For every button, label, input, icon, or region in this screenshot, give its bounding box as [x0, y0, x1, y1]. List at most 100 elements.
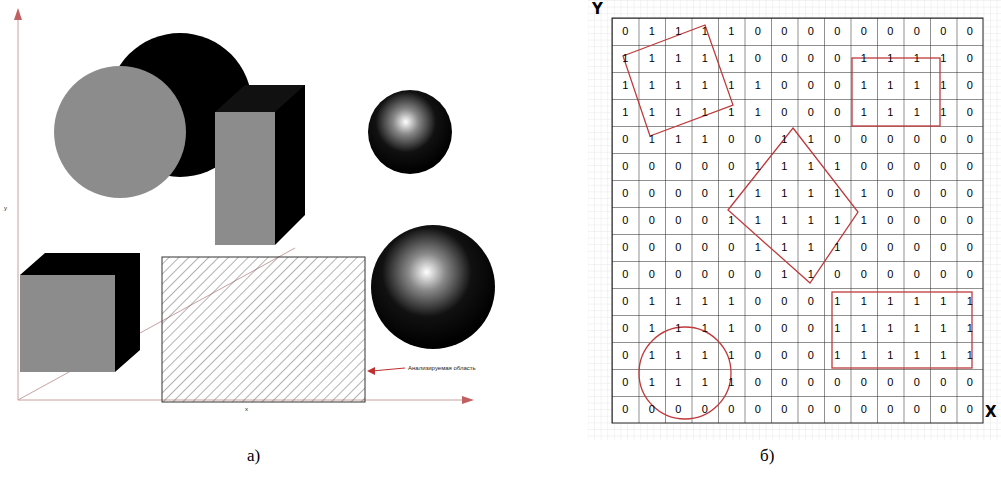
grid-cell-value: 0: [639, 161, 666, 172]
grid-cell-value: 1: [665, 53, 692, 64]
grid-cell-value: 1: [930, 107, 957, 118]
grid-cell-value: 1: [771, 215, 798, 226]
grid-cell-value: 0: [851, 404, 878, 415]
grid-cell-value: 1: [639, 323, 666, 334]
grid-cell-value: 0: [612, 215, 639, 226]
grid-cell-value: 0: [851, 161, 878, 172]
grid-cell-value: 1: [745, 188, 772, 199]
grid-cell-value: 0: [612, 26, 639, 37]
grid-cell-value: 0: [665, 188, 692, 199]
grid-cell-value: 1: [639, 377, 666, 388]
grid-cell-value: 0: [957, 53, 984, 64]
grid-cell-value: 0: [851, 242, 878, 253]
grid-cell-value: 0: [639, 269, 666, 280]
grid-cell-value: 1: [771, 242, 798, 253]
grid-cell-value: 1: [692, 26, 719, 37]
grid-cell-value: 0: [745, 404, 772, 415]
grid-cell-value: 1: [904, 350, 931, 361]
grid-cell-value: 1: [930, 350, 957, 361]
grid-cell-value: 0: [665, 404, 692, 415]
grid-cell-value: 0: [957, 107, 984, 118]
grid-cell-value: 1: [930, 323, 957, 334]
grid-cell-value: 0: [745, 350, 772, 361]
axis-label: х: [245, 406, 248, 412]
grid-cell-value: 0: [798, 80, 825, 91]
grid-cell-value: 0: [904, 188, 931, 199]
grid-cell-value: 1: [718, 188, 745, 199]
grid-cell-value: 1: [798, 161, 825, 172]
grid-cell-value: 1: [718, 296, 745, 307]
grid-cell-value: 1: [851, 107, 878, 118]
grid-cell-value: 1: [851, 296, 878, 307]
grid-cell-value: 1: [692, 53, 719, 64]
grid-cell-value: 0: [612, 404, 639, 415]
grid-cell-value: 0: [798, 296, 825, 307]
caption-letter: а): [247, 447, 260, 464]
grid-cell-value: 1: [639, 107, 666, 118]
grid-cell-value: 0: [957, 242, 984, 253]
grid-cell-value: 1: [824, 296, 851, 307]
grid-cell-value: 0: [877, 161, 904, 172]
grid-cell-value: 0: [798, 323, 825, 334]
grid-cell-value: 1: [798, 269, 825, 280]
grid-cell-value: 0: [718, 404, 745, 415]
grid-cell-value: 1: [824, 242, 851, 253]
grid-cell-value: 0: [824, 80, 851, 91]
grid-cell-value: 0: [930, 269, 957, 280]
grid-cell-value: 0: [824, 134, 851, 145]
grid-cell-value: 0: [665, 269, 692, 280]
grid-cell-value: 1: [904, 107, 931, 118]
grid-cell-value: 1: [824, 215, 851, 226]
grid-cell-value: 1: [851, 188, 878, 199]
grid-cell-value: 1: [930, 53, 957, 64]
grid-cell-value: 1: [692, 134, 719, 145]
grid-cell-value: 1: [639, 26, 666, 37]
grid-cell-value: 1: [798, 188, 825, 199]
grid-cell-value: 1: [639, 350, 666, 361]
grid-cell-value: 0: [957, 26, 984, 37]
grid-cell-value: 0: [851, 26, 878, 37]
grid-cell-value: 1: [824, 350, 851, 361]
grid-cell-value: 0: [665, 215, 692, 226]
grid-cell-value: 1: [771, 134, 798, 145]
grid-cell-value: 0: [957, 377, 984, 388]
grid-cell-value: 1: [692, 377, 719, 388]
grid-cell-value: 0: [771, 377, 798, 388]
grid-cell-value: 0: [824, 26, 851, 37]
grid-cell-value: 0: [877, 377, 904, 388]
grid-cell-value: 0: [639, 188, 666, 199]
axis-label: у: [4, 205, 7, 211]
grid-cell-value: 0: [877, 242, 904, 253]
grid-cell-value: 0: [957, 269, 984, 280]
grid-cell-value: 0: [612, 350, 639, 361]
grid-cell-value: 1: [665, 377, 692, 388]
grid-cell-value: 1: [904, 80, 931, 91]
grid-cell-value: 0: [771, 350, 798, 361]
grid-cell-value: 1: [639, 53, 666, 64]
grid-cell-value: 0: [745, 134, 772, 145]
grid-cell-value: 1: [877, 107, 904, 118]
grid-cell-value: 0: [877, 134, 904, 145]
grid-cell-value: 1: [718, 350, 745, 361]
grid-cell-value: 0: [718, 269, 745, 280]
grid-cell-value: 1: [851, 323, 878, 334]
grid-cell-value: 1: [957, 296, 984, 307]
grid-cell-value: 1: [665, 107, 692, 118]
grid-cell-value: 1: [692, 296, 719, 307]
grid-cell-value: 1: [877, 53, 904, 64]
grid-cell-value: 0: [771, 296, 798, 307]
grid-cell-value: 0: [957, 80, 984, 91]
grid-cell-value: 0: [904, 161, 931, 172]
grid-cell-value: 0: [612, 134, 639, 145]
grid-cell-value: 0: [798, 350, 825, 361]
grid-cell-value: 1: [877, 350, 904, 361]
grid-cell-value: 0: [745, 53, 772, 64]
grid-cell-value: 0: [904, 134, 931, 145]
grid-cell-value: 0: [718, 134, 745, 145]
grid-cell-value: 0: [718, 161, 745, 172]
grid-cell-value: 0: [771, 404, 798, 415]
grid-cell-value: 0: [745, 377, 772, 388]
grid-cell-value: 0: [612, 377, 639, 388]
grid-cell-value: 1: [745, 107, 772, 118]
grid-cell-value: 1: [877, 323, 904, 334]
